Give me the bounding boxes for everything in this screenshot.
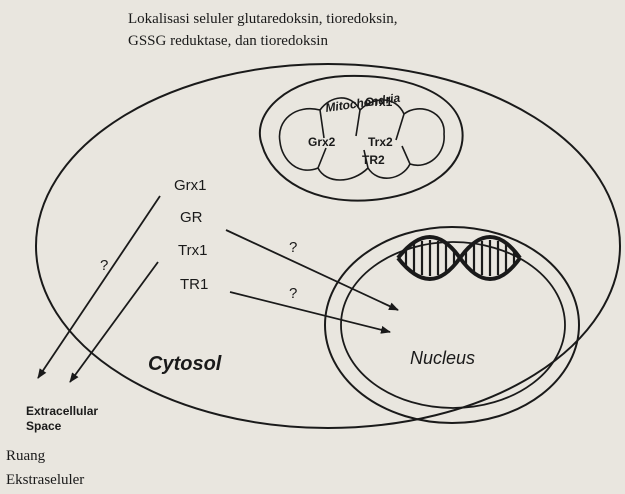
nucleus-label: Nucleus — [410, 348, 475, 368]
mito-protein-tr2: TR2 — [362, 153, 385, 167]
translation-caption: Ruang Ekstraseluler — [6, 444, 84, 492]
mito-protein-trx2: Trx2 — [368, 135, 393, 149]
arrow-grx1-to-extracellular — [38, 196, 160, 378]
cytosol-label: Cytosol — [148, 353, 222, 375]
cytosol-protein-tr1: TR1 — [180, 276, 208, 293]
mito-protein-grx1: Grx1 — [365, 95, 393, 109]
question-mark-export: ? — [100, 257, 108, 274]
cytosol-protein-grx1: Grx1 — [174, 177, 207, 194]
mitochondria-outer-membrane — [260, 76, 463, 201]
translation-line-2: Ekstraseluler — [6, 468, 84, 492]
arrow-trx1-to-extracellular — [70, 262, 158, 382]
extracellular-label-line2: Space — [26, 419, 62, 433]
cytosol-protein-gr: GR — [180, 209, 203, 226]
question-mark-gr: ? — [289, 239, 297, 256]
question-mark-tr1: ? — [289, 285, 297, 302]
cytosol-protein-trx1: Trx1 — [178, 242, 207, 259]
arrow-tr1-to-nucleus — [230, 292, 390, 332]
dna-helix-icon — [398, 237, 520, 279]
mitochondria-cristae — [279, 98, 444, 180]
mito-protein-grx2: Grx2 — [308, 135, 336, 149]
translation-line-1: Ruang — [6, 444, 84, 468]
extracellular-label-line1: Extracellular — [26, 404, 98, 418]
cell-membrane — [36, 64, 620, 428]
